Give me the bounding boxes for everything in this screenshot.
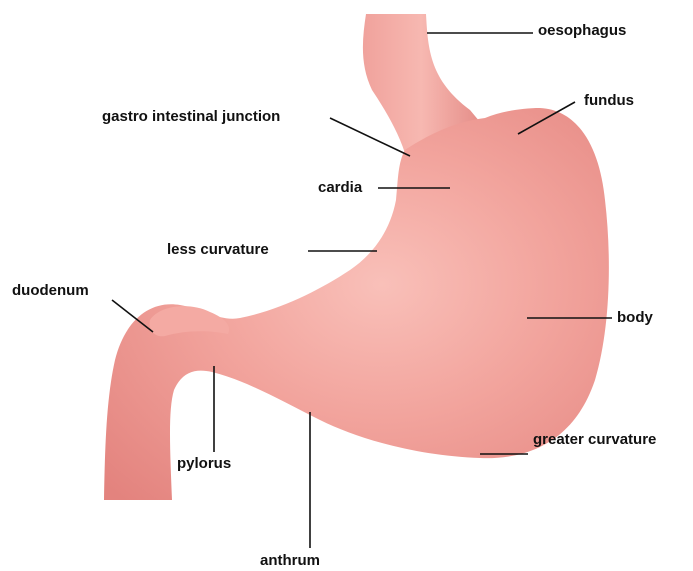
less-curvature-label: less curvature <box>167 241 269 259</box>
pylorus-label: pylorus <box>177 455 231 473</box>
greater-curvature-label: greater curvature <box>533 431 656 449</box>
gastro-intestinal-junction-label: gastro intestinal junction <box>102 108 280 126</box>
cardia-label: cardia <box>318 179 362 197</box>
anthrum-label: anthrum <box>260 552 320 570</box>
duodenum-label: duodenum <box>12 282 89 300</box>
oesophagus-label: oesophagus <box>538 22 626 40</box>
fundus-label: fundus <box>584 92 634 110</box>
body-label: body <box>617 309 653 327</box>
